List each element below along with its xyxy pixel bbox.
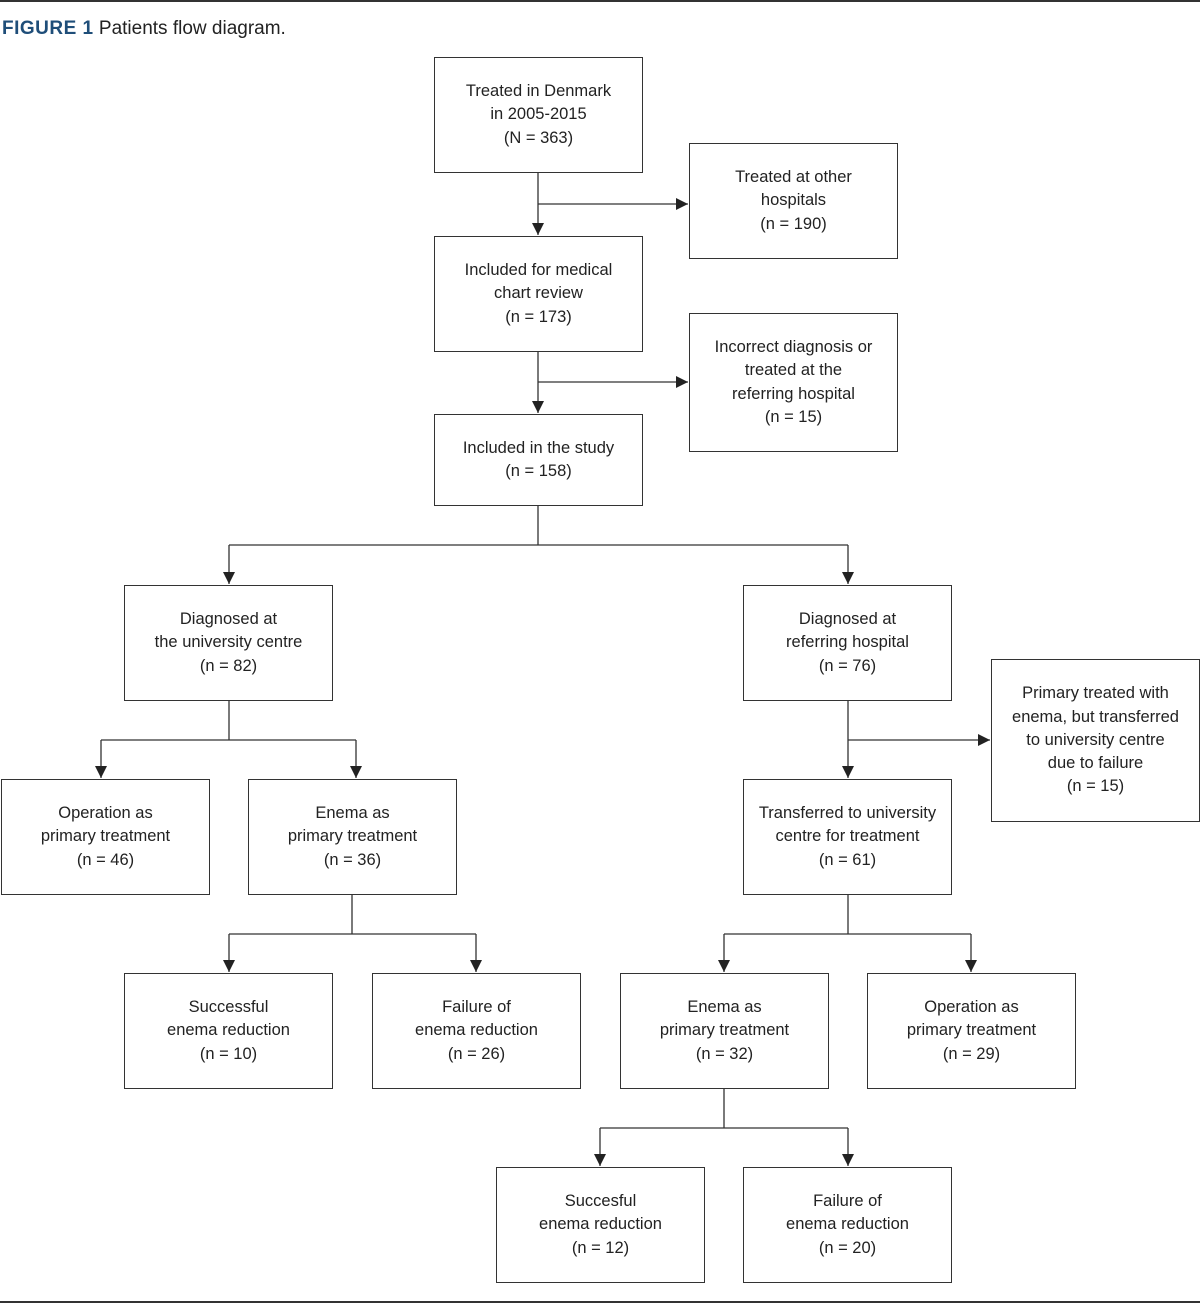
box-primary-enema-transferred: Primary treated with enema, but transferr… (991, 659, 1200, 822)
box-text-line: enema reduction (415, 1021, 538, 1040)
box-text-line: Failure of (813, 1192, 882, 1211)
box-failure-enema-20: Failure of enema reduction (n = 20) (743, 1167, 952, 1283)
box-text-line: Diagnosed at (798, 610, 897, 629)
box-included-study: Included in the study (n = 158) (434, 414, 643, 506)
box-text-line: (n = 29) (942, 1044, 1001, 1063)
box-text-line: (N = 363) (503, 128, 574, 147)
box-text-line: Transferred to university (758, 804, 937, 823)
box-text-line: referring hospital (732, 384, 855, 403)
box-text-line: primary treatment (40, 827, 171, 846)
box-text-line: Succesful (564, 1192, 637, 1211)
box-text-line: to university centre (1026, 730, 1165, 749)
box-text-line: Operation as (58, 804, 153, 823)
box-text-line: referring hospital (786, 633, 909, 652)
box-text-line: centre for treatment (775, 827, 920, 846)
box-text-line: Operation as (924, 998, 1019, 1017)
box-text-line: primary treatment (287, 827, 418, 846)
box-text-line: due to failure (1047, 754, 1144, 773)
box-operation-primary-46: Operation as primary treatment (n = 46) (1, 779, 210, 895)
box-failure-enema-26: Failure of enema reduction (n = 26) (372, 973, 581, 1089)
box-enema-primary-36: Enema as primary treatment (n = 36) (248, 779, 457, 895)
box-text-line: (n = 82) (199, 656, 258, 675)
box-operation-primary-29: Operation as primary treatment (n = 29) (867, 973, 1076, 1089)
box-diagnosed-referring: Diagnosed at referring hospital (n = 76) (743, 585, 952, 701)
box-text-line: enema, but transferred (1012, 707, 1179, 726)
box-text-line: Primary treated with (1022, 684, 1169, 703)
top-rule (0, 0, 1200, 2)
box-incorrect-diagnosis: Incorrect diagnosis or treated at the refe… (689, 313, 898, 452)
figure-title: Patients flow diagram. (93, 18, 286, 39)
box-transferred-university: Transferred to university centre for trea… (743, 779, 952, 895)
figure-label: FIGURE 1 (2, 18, 94, 39)
box-text-line: (n = 36) (323, 850, 382, 869)
figure-caption: FIGURE 1 Patients flow diagram. (2, 18, 286, 40)
box-text-line: primary treatment (906, 1021, 1037, 1040)
box-text-line: Included in the study (462, 438, 615, 457)
box-text-line: enema reduction (167, 1021, 290, 1040)
box-diagnosed-university: Diagnosed at the university centre (n = 82… (124, 585, 333, 701)
box-text-line: (n = 190) (760, 214, 827, 233)
box-text-line: (n = 61) (818, 850, 877, 869)
box-text-line: the university centre (154, 633, 303, 652)
box-text-line: enema reduction (786, 1215, 909, 1234)
box-text-line: (n = 20) (818, 1238, 877, 1257)
box-text-line: enema reduction (539, 1215, 662, 1234)
box-text-line: (n = 15) (1066, 777, 1125, 796)
box-successful-enema-10: Successful enema reduction (n = 10) (124, 973, 333, 1089)
box-text-line: (n = 173) (505, 307, 572, 326)
box-text-line: (n = 26) (447, 1044, 506, 1063)
box-succesful-enema-12: Succesful enema reduction (n = 12) (496, 1167, 705, 1283)
box-text-line: Included for medical (464, 261, 613, 280)
box-text-line: (n = 15) (764, 407, 823, 426)
box-text-line: (n = 158) (505, 462, 572, 480)
box-text-line: Failure of (442, 998, 511, 1017)
box-text-line: (n = 12) (571, 1238, 630, 1257)
box-text-line: Enema as (687, 998, 762, 1017)
box-text-line: in 2005-2015 (490, 105, 587, 124)
box-text-line: treated at the (744, 361, 843, 380)
box-treated-in-denmark: Treated in Denmark in 2005-2015 (N = 363) (434, 57, 643, 173)
box-text-line: hospitals (760, 191, 827, 210)
box-text-line: Treated at other (735, 168, 852, 187)
box-text-line: primary treatment (659, 1021, 790, 1040)
bottom-rule (0, 1301, 1200, 1303)
box-text-line: Diagnosed at (179, 610, 278, 629)
box-text-line: (n = 10) (199, 1044, 258, 1063)
box-text-line: Enema as (315, 804, 390, 823)
box-text-line: chart review (494, 284, 583, 303)
box-text-line: (n = 76) (818, 656, 877, 675)
box-text-line: Treated in Denmark (465, 82, 612, 101)
box-text-line: (n = 46) (76, 850, 135, 869)
box-text-line: Incorrect diagnosis or (714, 337, 873, 356)
box-enema-primary-32: Enema as primary treatment (n = 32) (620, 973, 829, 1089)
box-text-line: Successful (188, 998, 269, 1017)
box-chart-review: Included for medical chart review (n = 173… (434, 236, 643, 352)
box-text-line: (n = 32) (695, 1044, 754, 1063)
box-treated-other-hospitals: Treated at other hospitals (n = 190) (689, 143, 898, 259)
